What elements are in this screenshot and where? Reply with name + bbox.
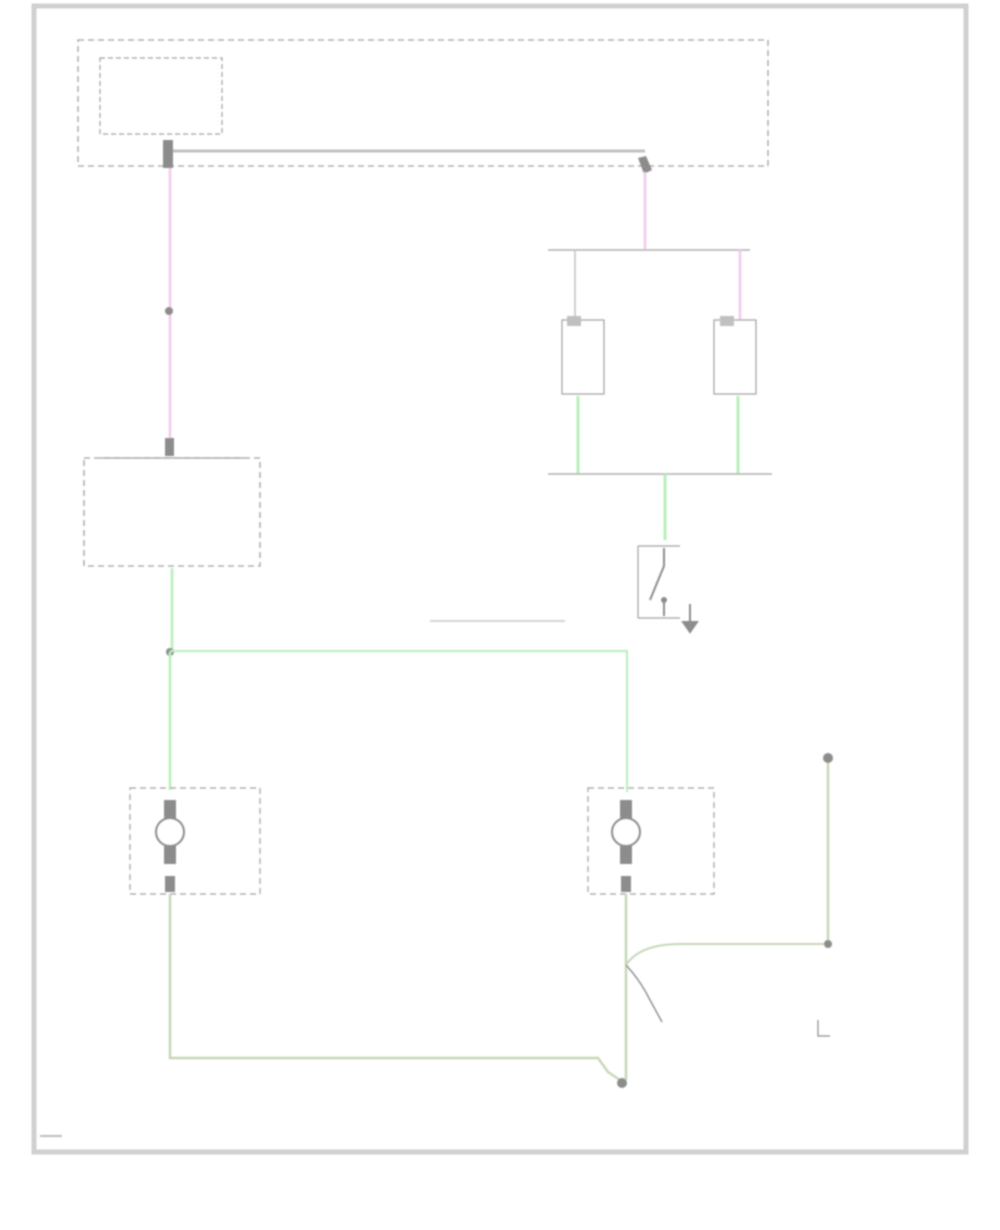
lamp-left-box bbox=[129, 787, 261, 895]
connector-top-right bbox=[638, 156, 652, 174]
lamp-left-connector-base bbox=[165, 876, 175, 892]
connector-left-module bbox=[165, 438, 174, 456]
wire-branch-upper bbox=[625, 943, 828, 966]
switch-pivot bbox=[661, 597, 667, 603]
top-module-inner-box bbox=[99, 57, 223, 135]
connector-top-left bbox=[163, 140, 173, 168]
lamp-right-connector-top bbox=[620, 800, 632, 818]
left-module-box bbox=[83, 457, 261, 567]
mid-right-connector bbox=[720, 316, 734, 326]
lamp-right-connector-bottom bbox=[620, 846, 632, 864]
lamp-left-connector-bottom bbox=[164, 846, 176, 864]
lamp-right-box bbox=[587, 787, 715, 895]
trailer-lead bbox=[817, 1020, 830, 1037]
mid-right-component bbox=[713, 319, 757, 395]
lamp-left-bulb bbox=[155, 817, 185, 847]
splice-top bbox=[165, 307, 173, 315]
lamp-right-connector-base bbox=[621, 876, 631, 892]
wire-left-ground bbox=[168, 894, 621, 1082]
ground-splice-terminal bbox=[617, 1078, 627, 1088]
switch-ground-symbol bbox=[681, 604, 699, 634]
top-module-box bbox=[77, 39, 769, 167]
wire-branch-lower bbox=[625, 964, 663, 1023]
mid-left-connector bbox=[567, 316, 581, 326]
lamp-left-connector-top bbox=[164, 800, 176, 818]
outer-frame bbox=[31, 3, 969, 1155]
wire-green-to-right-lamp bbox=[170, 650, 628, 792]
mid-left-component bbox=[561, 319, 605, 395]
lamp-right-bulb bbox=[611, 817, 641, 847]
ground-top-terminal bbox=[823, 753, 833, 763]
ground-bottom-splice bbox=[824, 940, 832, 948]
switch-lever bbox=[649, 548, 665, 616]
